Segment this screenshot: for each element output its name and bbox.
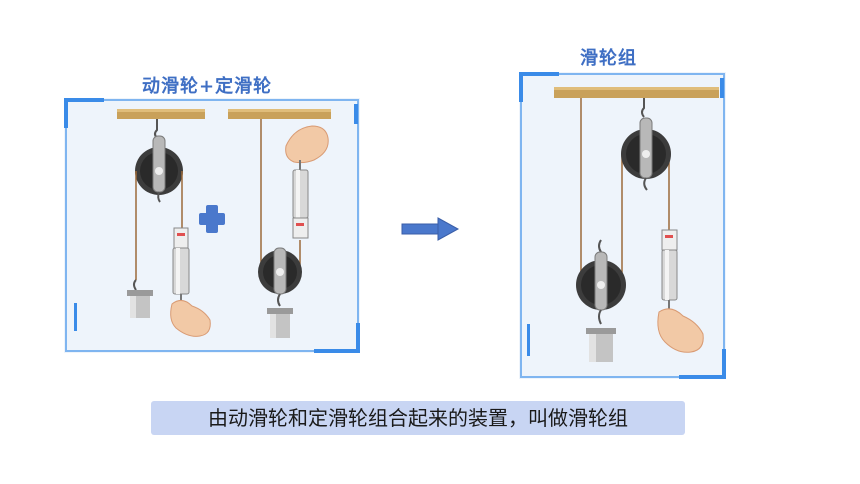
- spring-scale-icon: [661, 229, 678, 301]
- beam: [554, 87, 719, 98]
- spring-scale-icon: [172, 227, 190, 295]
- left-panel-frame: [64, 98, 360, 353]
- pulley-icon: [135, 135, 183, 195]
- beam: [117, 109, 205, 119]
- weight-icon: [586, 328, 616, 362]
- plus-icon: [199, 205, 225, 233]
- hand-icon: [170, 294, 211, 337]
- right-illustration-panel: [519, 72, 726, 379]
- hand-icon: [657, 308, 704, 353]
- left-illustration-panel: [64, 98, 360, 353]
- weight-icon: [127, 290, 153, 318]
- hand-icon: [285, 125, 329, 164]
- right-arrow-icon: [401, 217, 460, 241]
- pulley-icon: [258, 247, 302, 295]
- left-title: 动滑轮+定滑轮: [142, 76, 273, 97]
- pulley-icon: [621, 117, 671, 179]
- right-title: 滑轮组: [580, 48, 637, 69]
- pulley-icon: [576, 251, 626, 311]
- beam: [228, 109, 331, 119]
- caption-definition: 由动滑轮和定滑轮组合起来的装置，叫做滑轮组: [151, 401, 685, 435]
- right-panel-frame: [519, 72, 726, 379]
- weight-icon: [267, 308, 293, 338]
- spring-scale-icon: [292, 169, 309, 239]
